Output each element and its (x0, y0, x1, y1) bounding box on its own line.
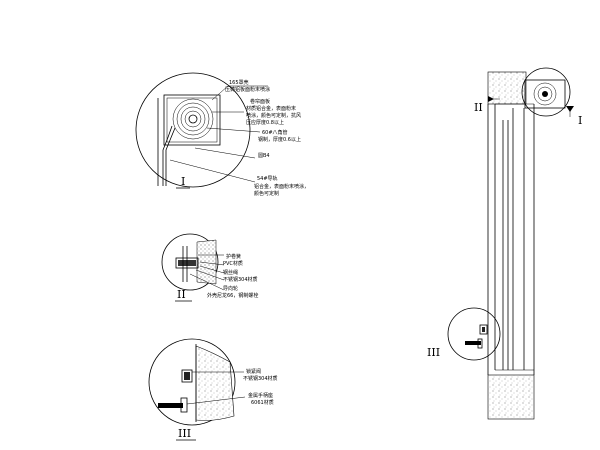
detail-I-note-cover: 165罩壳 (229, 79, 249, 86)
detail-II-note-guard-spring: 护卷簧 (226, 253, 241, 260)
elevation-circle-III (447, 307, 501, 361)
elevation-housing (524, 79, 566, 109)
detail-I: 165罩壳 压铸铝板面粉末喷涂 卷帘面板 材质铝合金，表面粉末 喷涂，颜色可定制… (135, 72, 309, 197)
detail-III-note-latch-material: 不锈钢304材质 (243, 375, 278, 382)
elevation-frame (487, 103, 535, 375)
detail-II-note-pvc: PVC材质 (223, 260, 243, 267)
detail-II-note-stainless: 不锈钢304材质 (223, 276, 258, 283)
elevation-marker-III: III (427, 346, 440, 359)
elevation-handle (465, 324, 488, 349)
detail-II-note-guide-wheel: 导向轮 (223, 285, 238, 292)
detail-I-note-cover-material: 压铸铝板面粉末喷涂 (225, 86, 270, 93)
detail-III-note-handle: 金属手柄座 (248, 392, 273, 399)
detail-I-circle (135, 72, 251, 188)
detail-I-note-curtain-material-1: 材质铝合金，表面粉末 (246, 105, 296, 112)
detail-I-note-rail-material-2: 颜色可定制 (254, 190, 279, 197)
detail-II-circle (161, 233, 219, 291)
detail-I-housing (157, 94, 221, 186)
detail-II-note-bolt: 外壳尼龙66，钢制螺栓 (207, 292, 258, 299)
elevation-view: II I III (427, 67, 582, 420)
detail-II-wall (196, 239, 217, 285)
elevation-circle-I (521, 67, 571, 117)
detail-II: 护卷簧 PVC材质 钢丝绳 不锈钢304材质 导向轮 外壳尼龙66，钢制螺栓 I… (161, 233, 258, 302)
elevation-marker-I: I (578, 114, 582, 127)
detail-I-note-octagon: 60#八角管 (262, 129, 288, 136)
detail-I-note-rail-material-1: 铝合金，表面粉末喷涂， (254, 183, 309, 190)
detail-I-note-octagon-material: 钢制，厚度0.6以上 (258, 136, 301, 143)
detail-I-note-curtain-material-2: 喷涂，颜色可定制，抗风 (246, 112, 301, 119)
detail-II-note-steel: 钢丝绳 (223, 269, 238, 276)
detail-I-note-rail: 54#导轨 (257, 175, 278, 182)
detail-III-wall (195, 345, 235, 421)
elevation-bottom-wall (487, 374, 535, 420)
detail-III: 锁紧阀 不锈钢304材质 金属手柄座 6061材质 III (148, 338, 278, 441)
detail-I-note-curtain: 卷帘面板 (250, 98, 270, 105)
detail-I-note-curtain-material-3: 压应厚度0.8以上 (246, 119, 284, 126)
detail-III-marker: III (178, 427, 191, 440)
detail-III-note-handle-material: 6061材质 (251, 399, 274, 406)
elevation-marker-II: II (474, 101, 483, 114)
detail-II-rail (175, 246, 199, 282)
detail-I-note-circle: 圆B4 (258, 153, 270, 159)
detail-II-marker: II (177, 288, 186, 301)
detail-III-handle (158, 369, 193, 413)
detail-I-marker: I (181, 175, 185, 188)
detail-III-note-latch: 锁紧阀 (246, 368, 261, 375)
detail-III-circle (148, 338, 236, 426)
